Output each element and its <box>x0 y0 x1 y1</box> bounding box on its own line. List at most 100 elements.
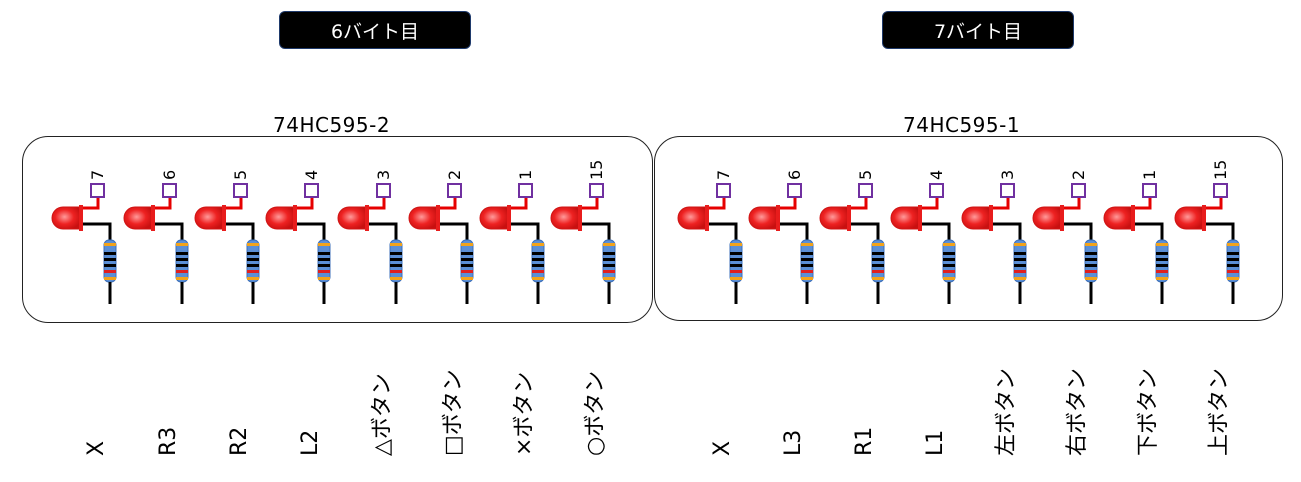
led-rim <box>222 205 226 231</box>
cathode-wire <box>152 222 184 240</box>
resistor-band <box>104 243 116 246</box>
resistor-band <box>390 270 402 273</box>
anode-wire <box>1132 198 1152 210</box>
led <box>265 206 295 230</box>
resistor-band <box>247 252 259 255</box>
resistor-band <box>318 264 330 267</box>
resistor-band <box>730 277 742 280</box>
led-channel <box>265 183 331 304</box>
resistor-band <box>943 264 955 267</box>
resistor-band <box>801 270 813 273</box>
resistor-band <box>318 243 330 246</box>
resistor-band <box>943 252 955 255</box>
led-rim <box>1131 205 1135 231</box>
cathode-wire <box>223 222 255 240</box>
resistor-band <box>247 277 259 280</box>
resistor-band <box>461 252 473 255</box>
resistor-band <box>1014 270 1026 273</box>
pin-box <box>787 183 802 198</box>
resistor-band <box>247 264 259 267</box>
resistor-band <box>872 252 884 255</box>
anode-wire <box>294 198 314 210</box>
resistor-band <box>104 252 116 255</box>
pin-number: 7 <box>714 169 733 180</box>
resistor-band <box>461 264 473 267</box>
button-label: X <box>84 440 109 456</box>
pin-box <box>233 183 248 198</box>
resistor-band <box>247 258 259 261</box>
led <box>1032 206 1062 230</box>
anode-wire <box>366 198 386 210</box>
byte7-header-label: 7バイト目 <box>933 20 1023 43</box>
button-label: ○ボタン <box>583 370 608 456</box>
resistor-band <box>1014 264 1026 267</box>
led-rim <box>578 205 582 231</box>
pin-box <box>376 183 391 198</box>
led-rim <box>705 205 709 231</box>
resistor-band <box>730 264 742 267</box>
resistor-band <box>943 258 955 261</box>
resistor-band <box>532 252 544 255</box>
pin-number: 1 <box>1140 169 1159 180</box>
pin-box <box>589 183 604 198</box>
resistor-band <box>176 243 188 246</box>
resistor-band <box>318 277 330 280</box>
resistor-band <box>532 264 544 267</box>
resistor-band <box>801 264 813 267</box>
pin-number: 4 <box>927 169 946 180</box>
resistor-band <box>104 277 116 280</box>
led-rim <box>989 205 993 231</box>
cathode-wire <box>294 222 326 240</box>
led-channel <box>194 183 260 304</box>
resistor-band <box>801 277 813 280</box>
resistor-band <box>104 264 116 267</box>
anode-wire <box>223 198 243 210</box>
pin-box <box>90 183 105 198</box>
pin-box <box>1142 183 1157 198</box>
resistor-band <box>176 277 188 280</box>
anode-wire <box>508 198 528 210</box>
led-channel <box>1032 183 1098 304</box>
resistor-band <box>1156 264 1168 267</box>
resistor-band <box>1085 258 1097 261</box>
resistor-band <box>801 252 813 255</box>
led-channel <box>890 183 956 304</box>
cathode-wire <box>1203 222 1235 240</box>
resistor-band <box>603 258 615 261</box>
pin-box <box>1213 183 1228 198</box>
led-channel <box>1103 183 1169 304</box>
button-label: 上ボタン <box>1207 367 1232 456</box>
cathode-wire <box>366 222 398 240</box>
resistor-band <box>1085 277 1097 280</box>
pin-box <box>929 183 944 198</box>
pin-number: 7 <box>88 169 107 180</box>
pin-number: 6 <box>160 169 179 180</box>
cathode-wire <box>919 222 951 240</box>
resistor-band <box>943 277 955 280</box>
pin-number: 5 <box>231 169 250 180</box>
resistor-band <box>318 270 330 273</box>
anode-wire <box>990 198 1010 210</box>
resistor-band <box>872 243 884 246</box>
led-channel <box>961 183 1027 304</box>
resistor-band <box>1014 243 1026 246</box>
resistor-band <box>390 243 402 246</box>
led <box>961 206 991 230</box>
pin-number: 6 <box>785 169 804 180</box>
pin-box <box>716 183 731 198</box>
resistor-band <box>390 277 402 280</box>
cathode-wire <box>579 222 611 240</box>
led-channel <box>748 183 814 304</box>
pin-number: 2 <box>445 169 464 180</box>
led <box>337 206 367 230</box>
led <box>819 206 849 230</box>
resistor-band <box>390 258 402 261</box>
resistor-band <box>532 270 544 273</box>
byte7-header: 7バイト目 <box>882 11 1074 49</box>
button-label: 右ボタン <box>1065 367 1090 456</box>
pin-box <box>447 183 462 198</box>
resistor-band <box>1156 252 1168 255</box>
anode-wire <box>579 198 599 210</box>
resistor-band <box>1156 243 1168 246</box>
